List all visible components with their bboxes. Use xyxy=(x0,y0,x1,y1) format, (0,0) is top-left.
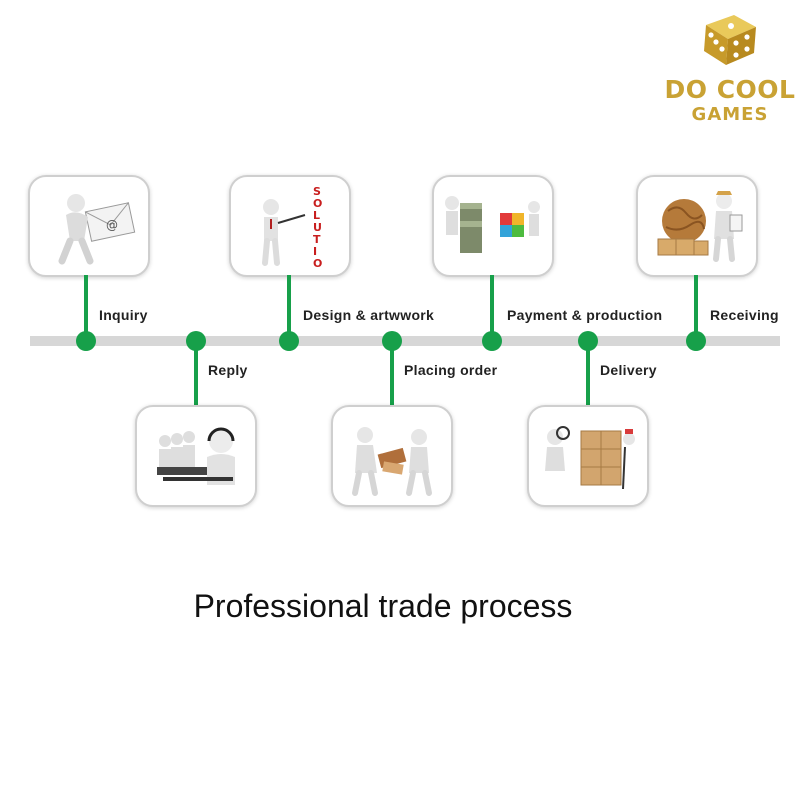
step-label-design: Design & artwwork xyxy=(303,307,435,323)
dice-logo-icon xyxy=(704,15,756,65)
svg-text:T: T xyxy=(313,233,321,246)
timeline-dot-design xyxy=(279,331,299,351)
money-puzzle-icon xyxy=(445,196,540,253)
boxes-dolly-icon xyxy=(545,426,635,490)
svg-text:L: L xyxy=(313,209,320,222)
step-card-payment xyxy=(432,175,554,277)
timeline-dot-placing-order xyxy=(382,331,402,351)
step-label-receiving: Receiving xyxy=(710,307,779,323)
step-card-placing-order xyxy=(331,405,453,507)
timeline-dot-receiving xyxy=(686,331,706,351)
svg-text:I: I xyxy=(313,245,317,258)
svg-text:O: O xyxy=(313,197,322,210)
svg-text:@: @ xyxy=(106,218,118,232)
step-label-delivery: Delivery xyxy=(600,362,657,378)
logo-text-line1: DO COOL xyxy=(664,75,796,104)
diagram-caption: Professional trade process xyxy=(193,588,573,624)
step-card-delivery xyxy=(527,405,649,507)
step-label-payment: Payment & production xyxy=(507,307,663,323)
svg-text:S: S xyxy=(313,185,321,198)
step-card-receiving xyxy=(636,175,758,277)
step-label-inquiry: Inquiry xyxy=(99,307,148,323)
presentation-board-icon: SOL UTI O xyxy=(262,185,322,270)
svg-text:O: O xyxy=(313,257,322,270)
logo-text-line2: GAMES xyxy=(691,104,769,125)
handover-order-icon xyxy=(352,427,432,496)
step-label-reply: Reply xyxy=(208,362,248,378)
step-label-placing-order: Placing order xyxy=(404,362,498,378)
step-card-reply xyxy=(135,405,257,507)
globe-boxes-icon xyxy=(657,191,743,262)
timeline-dot-inquiry xyxy=(76,331,96,351)
timeline-dot-reply xyxy=(186,331,206,351)
logo: DO COOL GAMES xyxy=(660,5,800,125)
call-center-icon xyxy=(157,427,235,485)
timeline-dot-payment xyxy=(482,331,502,351)
timeline-dot-delivery xyxy=(578,331,598,351)
svg-text:U: U xyxy=(313,221,322,234)
step-card-inquiry: @ xyxy=(28,175,150,277)
timeline-bar xyxy=(30,336,780,346)
email-envelope-icon: @ xyxy=(58,194,136,265)
